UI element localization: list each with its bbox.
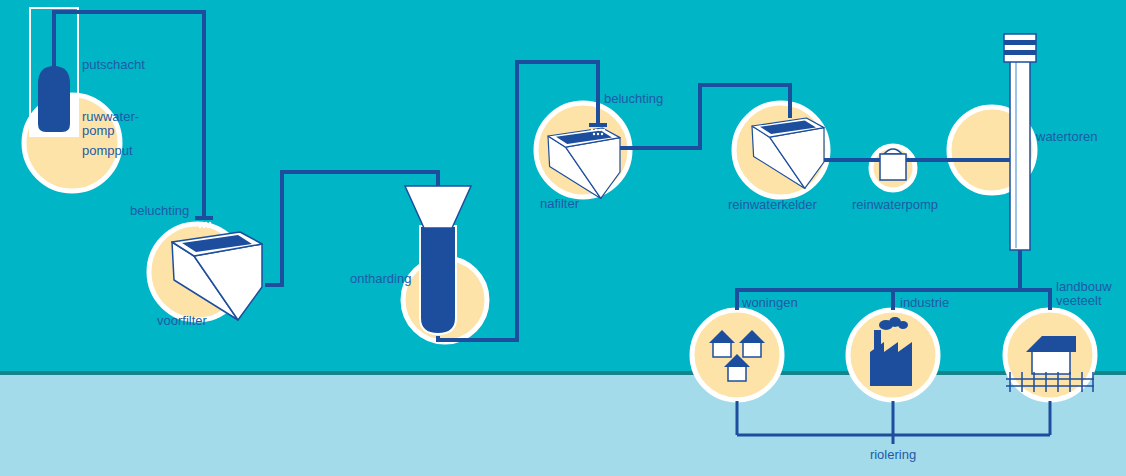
water-pipe — [737, 250, 1020, 310]
sewer-label: riolering — [870, 448, 916, 462]
node-label: industrie — [900, 296, 949, 310]
sewer-bracket — [737, 401, 1050, 444]
icon-circles — [24, 95, 1095, 400]
factory — [870, 317, 912, 386]
node-label: voorfilter — [157, 314, 207, 328]
post-filter: beluchtingnafilter — [530, 125, 620, 210]
water-tower — [1004, 34, 1036, 250]
node-label: landbouw veeteelt — [1056, 280, 1120, 308]
farm — [1006, 336, 1094, 392]
well-shaft — [30, 8, 78, 136]
water-pipe — [824, 158, 880, 162]
filter-boxes — [172, 118, 824, 320]
softener — [405, 186, 471, 334]
node-label: beluchting — [604, 92, 663, 106]
softener: ontharding — [345, 186, 485, 336]
node-label: watertoren — [1036, 130, 1097, 144]
houses — [709, 330, 765, 381]
node-label: putschacht — [82, 58, 145, 72]
node-label: reinwaterkelder — [728, 198, 817, 212]
ground-line — [0, 371, 1126, 375]
node-label: ruwwater-pomp — [82, 110, 144, 138]
water-pipe — [1020, 250, 1050, 310]
clean-water-pump — [880, 149, 906, 180]
consumer-industry: industrie — [848, 310, 938, 400]
water-pipe — [893, 250, 1020, 310]
consumer-farm: landbouw veeteelt — [1005, 310, 1095, 400]
node-label: nafilter — [540, 197, 579, 211]
node-label: pompput — [82, 144, 133, 158]
well: putschachtruwwater-pomppompput — [22, 14, 122, 192]
node-label: woningen — [742, 296, 798, 310]
lower-ground — [0, 374, 1126, 476]
consumer-houses: woningen — [692, 310, 782, 400]
node-label: beluchting — [130, 204, 189, 218]
clean-water-cellar: reinwaterkelder — [725, 118, 824, 213]
clean-water-pump: reinwaterpomp — [880, 150, 906, 182]
water-pipe — [54, 12, 204, 218]
water-pipe — [265, 172, 438, 285]
water-pipe — [438, 62, 598, 340]
water-pipe — [906, 158, 1010, 162]
node-label: reinwaterpomp — [852, 198, 938, 212]
pre-filter: beluchtingvoorfilter — [145, 218, 265, 323]
water-tower: watertoren — [1010, 34, 1030, 250]
upper-ground — [0, 0, 1126, 372]
node-label: ontharding — [350, 272, 411, 286]
